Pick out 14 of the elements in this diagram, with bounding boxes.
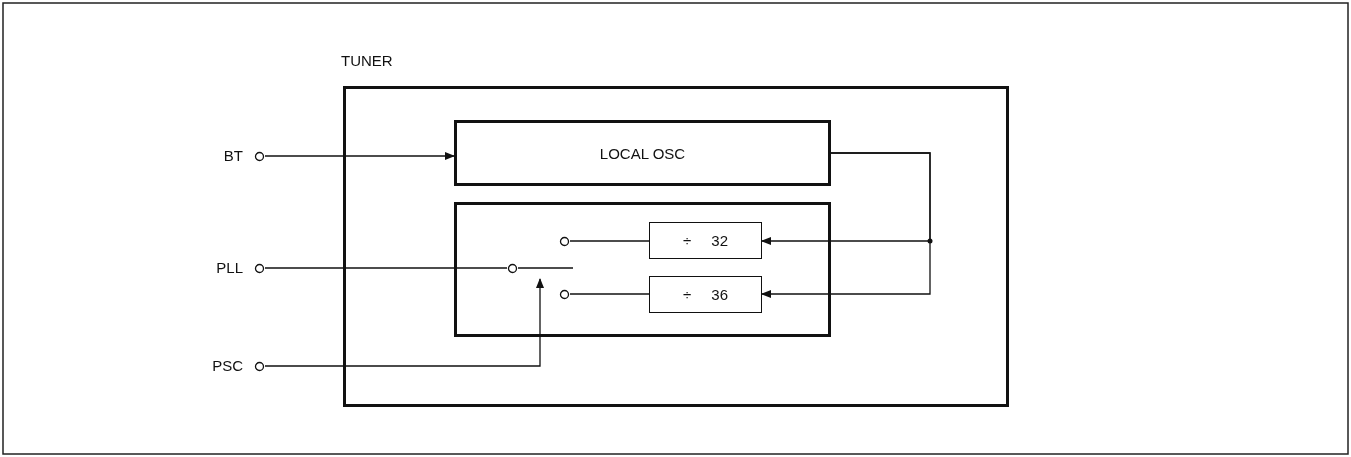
block-label: TUNER: [341, 52, 393, 69]
connector-line: [569, 293, 650, 295]
oscillator-block: LOCAL OSC: [454, 120, 831, 186]
arrow: [264, 152, 455, 160]
divider-block: ÷ 32: [649, 222, 762, 259]
arrow: [264, 278, 544, 367]
connector-line: [569, 240, 650, 242]
connector-line: [264, 267, 508, 269]
circuit-block: [454, 202, 831, 337]
arrow: [761, 152, 931, 298]
terminal-label: PSC: [211, 357, 243, 374]
terminal-label: BT: [222, 147, 243, 164]
divider-block: ÷ 36: [649, 276, 762, 313]
terminal-label: PLL: [215, 259, 243, 276]
